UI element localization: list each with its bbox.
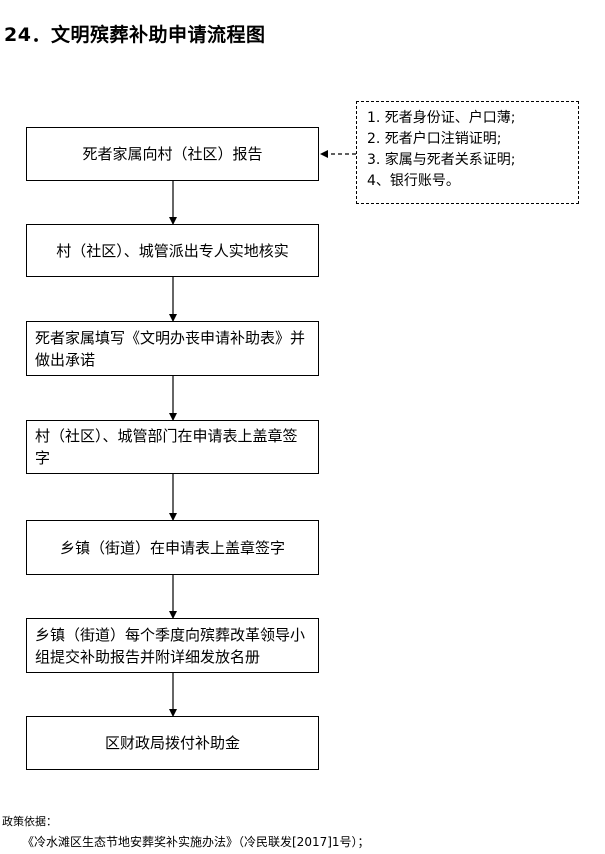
document-item: 4、银行账号。: [367, 173, 460, 189]
flow-step-payment: 区财政局拨付补助金: [26, 716, 319, 770]
flow-step-fill-form: 死者家属填写《文明办丧申请补助表》并做出承诺: [26, 321, 319, 376]
flow-step-town-seal: 乡镇（街道）在申请表上盖章签字: [26, 520, 319, 575]
policy-basis-text: 《冷水滩区生态节地安葬奖补实施办法》（冷民联发[2017]1号）；: [22, 835, 370, 849]
flow-step-village-seal: 村（社区）、城管部门在申请表上盖章签字: [26, 420, 319, 474]
document-item: 3. 家属与死者关系证明;: [367, 152, 516, 168]
page-title: 24．文明殡葬补助申请流程图: [4, 24, 266, 46]
flow-step-quarterly-report: 乡镇（街道）每个季度向殡葬改革领导小组提交补助报告并附详细发放名册: [26, 618, 319, 673]
flow-step-quarterly-report-text: 乡镇（街道）每个季度向殡葬改革领导小组提交补助报告并附详细发放名册: [35, 625, 306, 666]
flow-step-report-text: 死者家属向村（社区）报告: [82, 145, 263, 163]
flow-step-town-seal-text: 乡镇（街道）在申请表上盖章签字: [59, 538, 285, 557]
flow-step-verify: 村（社区）、城管派出专人实地核实: [26, 224, 319, 277]
flow-step-payment-text: 区财政局拨付补助金: [104, 734, 240, 752]
flow-step-verify-text: 村（社区）、城管派出专人实地核实: [56, 241, 289, 260]
document-item: 2. 死者户口注销证明;: [367, 131, 502, 147]
flow-step-fill-form-text: 死者家属填写《文明办丧申请补助表》并做出承诺: [35, 328, 306, 369]
required-documents-box: 1. 死者身份证、户口薄; 2. 死者户口注销证明; 3. 家属与死者关系证明;…: [356, 101, 579, 204]
flow-step-village-seal-text: 村（社区）、城管部门在申请表上盖章签字: [35, 427, 298, 467]
flow-step-report: 死者家属向村（社区）报告: [26, 127, 319, 181]
document-item: 1. 死者身份证、户口薄;: [367, 110, 516, 126]
policy-basis-label: 政策依据：: [2, 815, 57, 828]
